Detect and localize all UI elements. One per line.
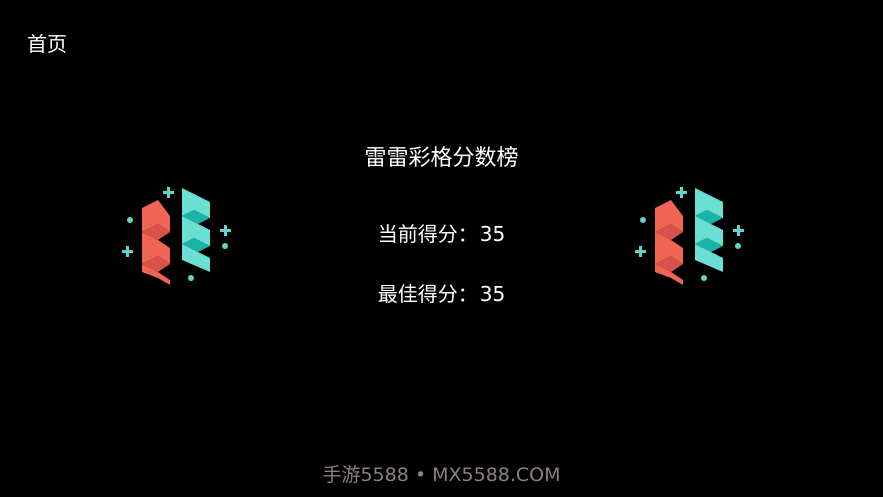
ribbon-logo-icon bbox=[635, 187, 744, 285]
home-link[interactable]: 首页 bbox=[27, 32, 67, 56]
current-score-value: 35 bbox=[479, 222, 506, 246]
ribbon-logo-icon bbox=[122, 187, 231, 285]
best-score-row: 最佳得分：35 bbox=[0, 280, 883, 308]
current-score-row: 当前得分：35 bbox=[0, 220, 883, 248]
sparkle-icon bbox=[122, 187, 231, 281]
sparkle-icon bbox=[635, 187, 744, 281]
red-ribbon-icon bbox=[655, 200, 683, 285]
teal-ribbon-icon bbox=[182, 188, 210, 272]
best-score-value: 35 bbox=[479, 282, 506, 306]
teal-ribbon-icon bbox=[695, 188, 723, 272]
leaderboard-title: 雷雷彩格分数榜 bbox=[364, 146, 519, 171]
red-ribbon-icon bbox=[142, 200, 170, 285]
current-score-label: 当前得分： bbox=[377, 222, 478, 246]
best-score-label: 最佳得分： bbox=[377, 282, 478, 306]
watermark-footer: 手游5588 • MX5588.COM bbox=[322, 464, 561, 486]
